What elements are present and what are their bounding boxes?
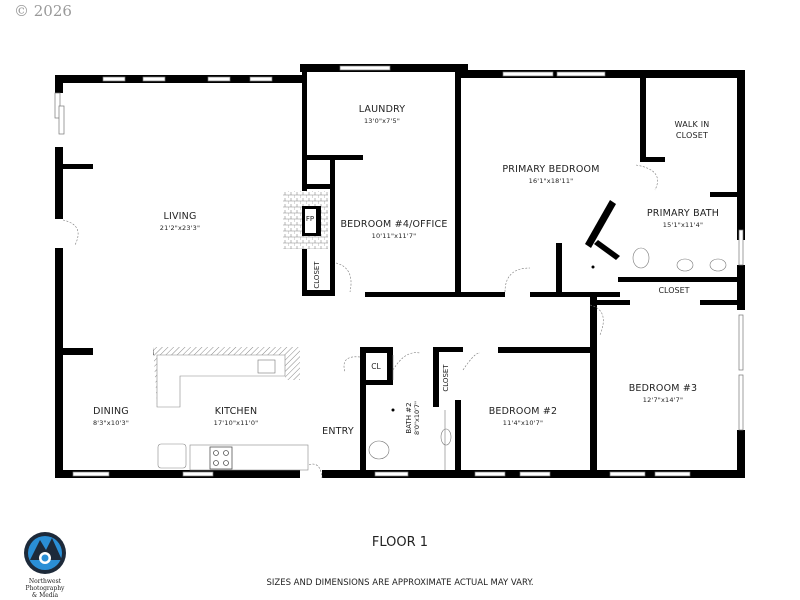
- sink-icon: [257, 359, 276, 374]
- room-dimensions: 10'11"x11'7": [371, 232, 417, 240]
- room-primary-bath: PRIMARY BATH 15'1"x11'4": [647, 208, 719, 229]
- shower-drain-icon: [391, 408, 395, 412]
- room-walk-in-closet: WALK IN CLOSET: [674, 120, 710, 140]
- walls: [55, 64, 745, 478]
- sink-icon: [709, 258, 727, 272]
- room-bedroom-4-office: BEDROOM #4/OFFICE 10'11"x11'7": [340, 219, 447, 240]
- room-name: PRIMARY BEDROOM: [502, 164, 600, 175]
- stove-icon: [209, 446, 233, 470]
- floor-title: FLOOR 1: [371, 535, 429, 550]
- logo-line-2: Photography & Media: [25, 585, 65, 599]
- room-name: BEDROOM #3: [628, 383, 698, 394]
- sink-icon: [440, 428, 452, 446]
- toilet-icon: [368, 440, 390, 460]
- fireplace-label: FP: [305, 215, 315, 223]
- windows: [54, 65, 744, 477]
- company-logo: [24, 532, 66, 574]
- fridge-icon: [157, 443, 187, 469]
- room-bedroom-2: BEDROOM #2 11'4"x10'7": [489, 406, 558, 427]
- room-primary-bedroom: PRIMARY BEDROOM 16'1"x18'11": [502, 164, 599, 185]
- room-laundry: LAUNDRY 13'0"x7'5": [359, 104, 406, 125]
- room-dimensions: 13'0"x7'5": [363, 117, 401, 125]
- room-bedroom-3: BEDROOM #3 12'7"x14'7": [629, 383, 698, 404]
- kitchen-counter: [189, 444, 309, 471]
- room-name: BEDROOM #4/OFFICE: [340, 219, 448, 230]
- room-name: BATH #2: [405, 402, 413, 434]
- room-dimensions: 21'2"x23'3": [159, 224, 201, 232]
- room-name: LAUNDRY: [358, 104, 406, 115]
- kitchen-island: [156, 354, 286, 408]
- closet-cl: CL: [371, 362, 381, 371]
- room-name: LIVING: [163, 211, 197, 222]
- room-dimensions: 16'1"x18'11": [528, 177, 574, 185]
- room-dimensions: 11'4"x10'7": [502, 419, 544, 427]
- room-kitchen: KITCHEN 17'10"x11'0": [214, 406, 259, 427]
- shower-drain-icon: [591, 265, 595, 269]
- room-dining: DINING 8'3"x10'3": [93, 406, 129, 427]
- room-living: LIVING 21'2"x23'3": [160, 211, 200, 232]
- room-dimensions: 8'0"x10'7": [413, 400, 421, 436]
- room-name: DINING: [93, 406, 129, 417]
- closet-primary: CLOSET: [658, 286, 690, 295]
- toilet-icon: [632, 247, 650, 269]
- room-name: PRIMARY BATH: [646, 208, 720, 219]
- logo-line-1: Northwest: [28, 578, 62, 585]
- room-dimensions: 12'7"x14'7": [642, 396, 684, 404]
- room-entry: ENTRY: [322, 426, 354, 437]
- room-name: KITCHEN: [214, 406, 258, 417]
- room-dimensions: 17'10"x11'0": [213, 419, 259, 427]
- fireplace-opening: [305, 209, 316, 233]
- room-name: BEDROOM #2: [488, 406, 558, 417]
- copyright-watermark: © 2026: [14, 2, 72, 20]
- room-dimensions: 8'3"x10'3": [92, 419, 130, 427]
- kitchen-counter-hatch: [153, 347, 300, 405]
- bath-fixtures: [368, 247, 727, 470]
- disclaimer: SIZES AND DIMENSIONS ARE APPROXIMATE ACT…: [266, 578, 534, 588]
- closet-bedroom-2: CLOSET: [442, 364, 450, 392]
- closet-bedroom-4: CLOSET: [313, 261, 321, 289]
- room-dimensions: 15'1"x11'4": [662, 221, 704, 229]
- sink-icon: [676, 258, 694, 272]
